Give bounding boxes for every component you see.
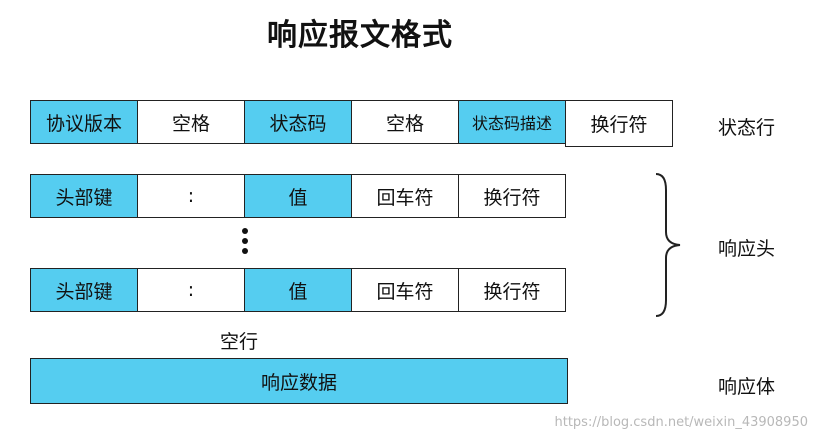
- space-cell: 空格: [351, 100, 459, 144]
- status-code-cell: 状态码: [244, 100, 352, 144]
- newline-cell: 换行符: [458, 268, 566, 312]
- colon-cell: :: [137, 174, 245, 218]
- status-line-label: 状态行: [718, 117, 776, 139]
- header-value-cell: 值: [244, 174, 352, 218]
- right-brace-icon: [655, 173, 681, 317]
- header-key-cell: 头部键: [30, 174, 138, 218]
- space-cell: 空格: [137, 100, 245, 144]
- response-data-cell: 响应数据: [30, 358, 568, 404]
- response-header-label: 响应头: [718, 238, 776, 260]
- newline-cell: 换行符: [458, 174, 566, 218]
- header-row: 头部键 : 值 回车符 换行符: [30, 174, 566, 218]
- carriage-return-cell: 回车符: [351, 268, 459, 312]
- newline-cell: 换行符: [565, 100, 673, 147]
- header-key-cell: 头部键: [30, 268, 138, 312]
- colon-cell: :: [137, 268, 245, 312]
- diagram-title: 响应报文格式: [267, 18, 453, 53]
- vertical-ellipsis-icon: [240, 228, 250, 258]
- response-body-label: 响应体: [718, 376, 776, 398]
- blank-line-label: 空行: [220, 331, 259, 353]
- header-row: 头部键 : 值 回车符 换行符: [30, 268, 566, 312]
- status-line-row: 协议版本 空格 状态码 空格 状态码描述 换行符: [30, 100, 673, 147]
- carriage-return-cell: 回车符: [351, 174, 459, 218]
- protocol-version-cell: 协议版本: [30, 100, 138, 144]
- watermark: https://blog.csdn.net/weixin_43908950: [554, 415, 808, 430]
- status-description-cell: 状态码描述: [458, 100, 566, 144]
- header-value-cell: 值: [244, 268, 352, 312]
